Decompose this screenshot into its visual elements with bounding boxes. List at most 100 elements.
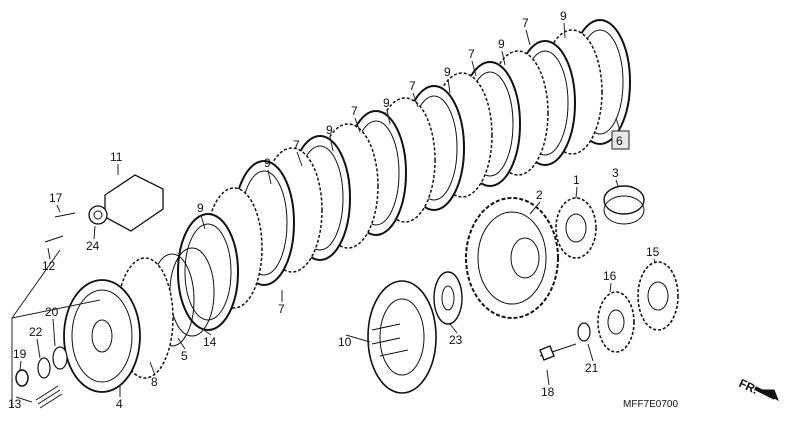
bolt: [54, 212, 76, 218]
callout-label-11: 11: [110, 150, 123, 164]
callout-label-9: 9: [383, 96, 390, 110]
leader-line-21: [587, 343, 594, 362]
leader-line-7: [471, 60, 477, 77]
primary-gear-hub: [565, 213, 587, 243]
leader-line-17: [56, 204, 61, 213]
callout-label-19: 19: [13, 347, 27, 361]
leader-line-10: [345, 334, 371, 343]
leader-line-9: [501, 50, 506, 66]
nut: [15, 369, 29, 387]
callout-label-20: 20: [45, 305, 59, 319]
clutch-center-inner: [477, 211, 547, 305]
callout-label-24: 24: [86, 239, 100, 253]
parts-layer: [15, 19, 779, 409]
leader-line-19: [19, 360, 22, 371]
front-direction-label: FR.: [737, 376, 760, 397]
leader-line-23: [449, 323, 458, 334]
callout-label-9: 9: [197, 201, 204, 215]
leader-line-16: [609, 282, 612, 293]
thrust-washer-inner: [441, 285, 455, 311]
washer: [52, 346, 68, 370]
leader-line-12: [47, 247, 51, 260]
callout-label-2: 2: [536, 188, 543, 202]
oil-pump-driven-gear-hub: [647, 281, 669, 311]
leader-line-7: [296, 151, 303, 167]
leader-lines: [15, 22, 656, 403]
leader-line-7: [354, 117, 361, 133]
clutch-outer-hub: [91, 319, 113, 353]
oil-pump-drive-gear: [597, 291, 635, 353]
flange-bolt-head: [539, 345, 555, 361]
oil-pump-drive-gear-hub: [607, 309, 625, 335]
leader-line-9: [329, 136, 334, 152]
leader-line-5: [177, 337, 186, 350]
callout-label-18: 18: [541, 385, 555, 399]
clutch-outer: [63, 279, 141, 393]
leader-line-6: [615, 117, 621, 132]
clutch-outer-inner: [71, 289, 133, 383]
bearing: [88, 205, 108, 225]
callout-label-22: 22: [29, 325, 43, 339]
thrust-washer: [433, 271, 463, 325]
gear-washer: [577, 322, 591, 342]
clutch-center-hub: [510, 237, 540, 279]
oil-pump-driven-gear: [637, 261, 679, 331]
callout-label-21: 21: [585, 361, 599, 375]
callout-label-15: 15: [646, 245, 660, 259]
leader-line-7: [525, 29, 531, 46]
leader-line-20: [52, 318, 56, 347]
leader-line-1: [575, 186, 578, 199]
callout-label-17: 17: [49, 191, 63, 205]
callout-label-7: 7: [409, 79, 416, 93]
callout-label-13: 13: [8, 397, 22, 411]
leader-line-2: [529, 201, 541, 215]
leader-line-18: [546, 369, 550, 386]
callout-label-9: 9: [560, 9, 567, 23]
callout-label-16: 16: [603, 269, 617, 283]
callout-label-3: 3: [612, 166, 619, 180]
leader-line-22: [36, 338, 41, 359]
callout-label-14: 14: [203, 335, 217, 349]
collar-sleeve: [603, 185, 645, 215]
leader-line-9: [267, 169, 272, 185]
collar-sleeve-end: [603, 195, 645, 225]
callout-label-6: 6: [616, 134, 623, 148]
front-arrow-shaft: [754, 386, 776, 400]
callout-label-7: 7: [278, 302, 285, 316]
lifter-plate: [104, 174, 164, 232]
pressure-plate-bosses: [371, 323, 409, 357]
callout-label-5: 5: [181, 349, 188, 363]
leader-line-13: [15, 396, 33, 403]
leader-line-9: [447, 78, 451, 94]
bearing-inner: [93, 210, 103, 220]
callout-label-23: 23: [449, 333, 463, 347]
friction-disc: [177, 213, 239, 331]
friction-disc-inner: [184, 223, 232, 321]
callout-label-4: 4: [116, 397, 123, 411]
callout-label-7: 7: [468, 47, 475, 61]
collar: [37, 357, 51, 379]
leader-line-9: [386, 109, 391, 125]
diagram-code: MFF7E0700: [623, 399, 678, 410]
callout-label-9: 9: [264, 156, 271, 170]
callout-label-7: 7: [351, 104, 358, 118]
clutch-plate-stack: [177, 19, 631, 331]
leader-line-9: [563, 22, 566, 39]
callout-label-8: 8: [151, 375, 158, 389]
clutch-center: [465, 197, 559, 319]
callout-label-9: 9: [498, 37, 505, 51]
callout-label-9: 9: [326, 123, 333, 137]
pressure-plate: [367, 280, 437, 394]
group-bracket: [11, 249, 101, 408]
leader-line-15: [653, 258, 656, 263]
leader-line-9: [200, 214, 206, 230]
leader-line-3: [615, 179, 619, 187]
pressure-plate-inner: [379, 298, 425, 376]
leader-line-24: [93, 225, 96, 240]
primary-gear: [555, 197, 597, 259]
leader-line-8: [149, 361, 156, 376]
callout-label-1: 1: [573, 173, 580, 187]
leader-line-14: [197, 325, 212, 336]
